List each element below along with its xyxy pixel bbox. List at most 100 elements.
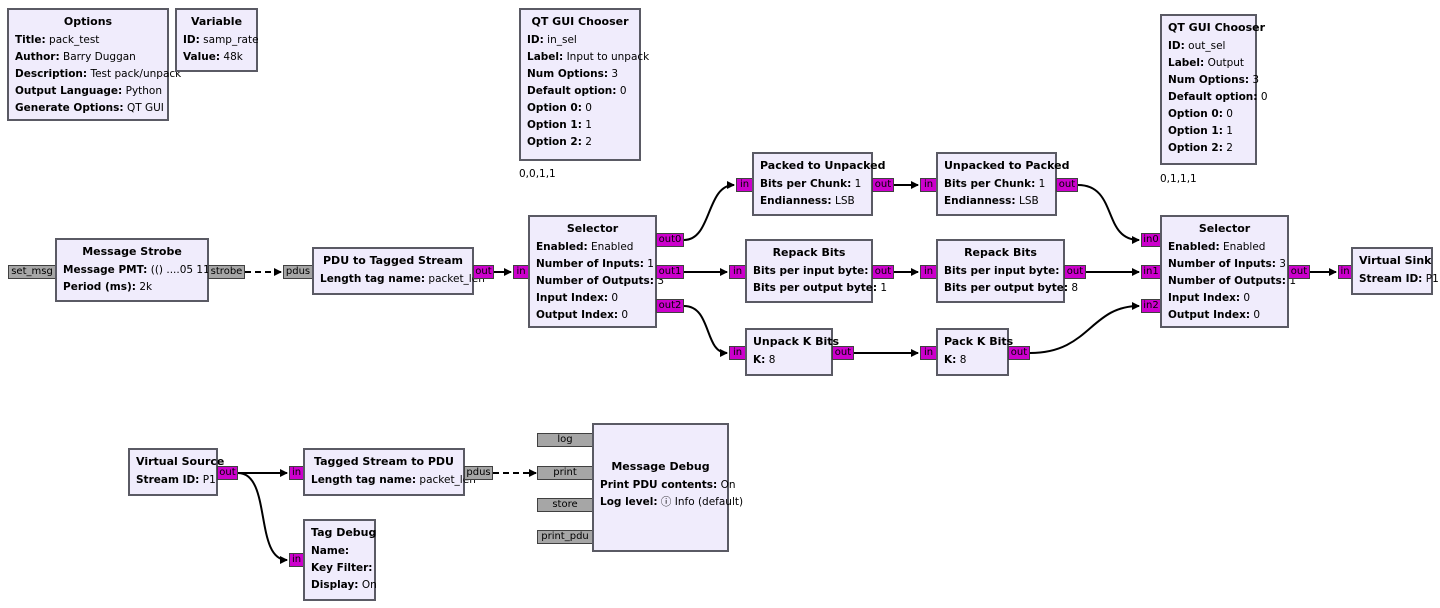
param-bits-out: Bits per output byte: 8 xyxy=(944,282,1079,294)
param-input-index: Input Index: 0 xyxy=(536,292,619,304)
param-stream-id: Stream ID: P1 xyxy=(136,474,216,486)
selector2-in1-port[interactable]: in1 xyxy=(1141,265,1161,279)
msg-debug-print-port[interactable]: print xyxy=(537,466,593,480)
param-id: ID: in_sel xyxy=(527,34,577,46)
wire-packk-to-in2 xyxy=(1029,302,1140,354)
param-bits-in: Bits per input byte: 8 xyxy=(753,265,878,277)
param-label: Label: Output xyxy=(1168,57,1245,69)
block-title: Options xyxy=(63,15,113,28)
repack1-in-port[interactable]: in xyxy=(729,265,746,279)
param-label: Label: Input to unpack xyxy=(527,51,650,63)
qt-gui-chooser-out-block[interactable]: QT GUI Chooser ID: out_sel Label: Output… xyxy=(1160,14,1268,165)
pack-k-out-port[interactable]: out xyxy=(1008,346,1030,360)
unpacked-to-packed-out-port[interactable]: out xyxy=(1056,178,1078,192)
variable-block[interactable]: Variable ID: samp_rate Value: 48k xyxy=(175,8,259,72)
repack1-out-port[interactable]: out xyxy=(872,265,894,279)
packed-to-unpacked-out-port[interactable]: out xyxy=(872,178,894,192)
msg-debug-log-port[interactable]: log xyxy=(537,433,593,447)
repack2-in-port[interactable]: in xyxy=(920,265,937,279)
param-display: Display: On xyxy=(311,579,377,591)
param-title: Title: pack_test xyxy=(15,34,100,46)
param-bits-per-chunk: Bits per Chunk: 1 xyxy=(944,178,1046,190)
message-debug-block[interactable]: Message Debug Print PDU contents: On Log… xyxy=(592,423,743,552)
selector1-in-port[interactable]: in xyxy=(513,265,529,279)
param-stream-id: Stream ID: P1 xyxy=(1359,273,1439,285)
tagged-to-pdu-out-port[interactable]: pdus xyxy=(464,466,493,480)
packed-to-unpacked-block[interactable]: Packed to Unpacked Bits per Chunk: 1 End… xyxy=(752,152,885,216)
selector-3x1-block[interactable]: Selector Enabled: Enabled Number of Inpu… xyxy=(1160,215,1296,328)
param-option-1: Option 1: 1 xyxy=(1168,125,1233,137)
param-bits-out: Bits per output byte: 1 xyxy=(753,282,888,294)
param-name: Name: xyxy=(311,545,350,557)
block-title: QT GUI Chooser xyxy=(531,15,629,28)
block-title: Tag Debug xyxy=(311,526,377,539)
pdu-to-tagged-in-port[interactable]: pdus xyxy=(283,265,313,279)
packed-to-unpacked-in-port[interactable]: in xyxy=(736,178,753,192)
strobe-set-msg-port[interactable]: set_msg xyxy=(8,265,56,279)
param-id: ID: out_sel xyxy=(1168,40,1226,52)
pdu-to-tagged-stream-block[interactable]: PDU to Tagged Stream Length tag name: pa… xyxy=(312,247,485,295)
block-title: Message Debug xyxy=(611,460,710,473)
unpacked-to-packed-block[interactable]: Unpacked to Packed Bits per Chunk: 1 End… xyxy=(936,152,1069,216)
param-message-pmt: Message PMT: (() ....05 111]) xyxy=(63,264,225,276)
virtual-source-block[interactable]: Virtual Source Stream ID: P1 xyxy=(128,448,224,496)
param-bits-per-chunk: Bits per Chunk: 1 xyxy=(760,178,862,190)
selector2-in0-port[interactable]: in0 xyxy=(1141,233,1161,247)
param-value: Value: 48k xyxy=(183,51,243,63)
param-k: K: 8 xyxy=(944,354,967,366)
tag-debug-block[interactable]: Tag Debug Name: Key Filter: Display: On xyxy=(303,519,377,601)
pack-k-in-port[interactable]: in xyxy=(920,346,937,360)
virtual-source-out-port[interactable]: out xyxy=(217,466,238,480)
chooser-in-comment: 0,0,1,1 xyxy=(519,168,556,180)
msg-debug-print-pdu-port[interactable]: print_pdu xyxy=(537,530,593,544)
unpacked-to-packed-in-port[interactable]: in xyxy=(920,178,937,192)
param-length-tag: Length tag name: packet_len xyxy=(311,474,476,486)
chooser-out-comment: 0,1,1,1 xyxy=(1160,173,1197,185)
virtual-sink-block[interactable]: Virtual Sink Stream ID: P1 xyxy=(1351,247,1439,295)
block-title: PDU to Tagged Stream xyxy=(323,254,463,267)
pack-k-bits-block[interactable]: Pack K Bits K: 8 xyxy=(936,328,1013,376)
block-title: Selector xyxy=(566,222,619,235)
param-generate-options: Generate Options: QT GUI xyxy=(15,102,164,114)
param-option-2: Option 2: 2 xyxy=(1168,142,1233,154)
param-k: K: 8 xyxy=(753,354,776,366)
block-title: QT GUI Chooser xyxy=(1168,21,1266,34)
strobe-out-port[interactable]: strobe xyxy=(208,265,245,279)
tagged-stream-to-pdu-block[interactable]: Tagged Stream to PDU Length tag name: pa… xyxy=(303,448,476,496)
param-author: Author: Barry Duggan xyxy=(15,51,136,63)
virtual-sink-in-port[interactable]: in xyxy=(1338,265,1352,279)
param-enabled: Enabled: Enabled xyxy=(1168,241,1266,253)
msg-debug-store-port[interactable]: store xyxy=(537,498,593,512)
param-output-language: Output Language: Python xyxy=(15,85,163,97)
selector2-out-port[interactable]: out xyxy=(1288,265,1310,279)
pdu-to-tagged-out-port[interactable]: out xyxy=(473,265,494,279)
block-title: Repack Bits xyxy=(964,246,1037,259)
unpack-k-out-port[interactable]: out xyxy=(832,346,854,360)
message-strobe-block[interactable]: Message Strobe Message PMT: (() ....05 1… xyxy=(55,238,225,302)
options-block[interactable]: Options Title: pack_test Author: Barry D… xyxy=(7,8,181,121)
param-num-inputs: Number of Inputs: 3 xyxy=(1168,258,1286,270)
repack2-out-port[interactable]: out xyxy=(1064,265,1086,279)
selector1-out1-port[interactable]: out1 xyxy=(656,265,684,279)
qt-gui-chooser-in-block[interactable]: QT GUI Chooser ID: in_sel Label: Input t… xyxy=(519,8,650,161)
selector2-in2-port[interactable]: in2 xyxy=(1141,299,1161,313)
param-output-index: Output Index: 0 xyxy=(536,309,629,321)
param-id: ID: samp_rate xyxy=(183,34,259,46)
selector-1x3-block[interactable]: Selector Enabled: Enabled Number of Inpu… xyxy=(528,215,664,328)
param-key-filter: Key Filter: xyxy=(311,562,373,574)
tagged-to-pdu-in-port[interactable]: in xyxy=(289,466,304,480)
param-endianness: Endianness: LSB xyxy=(760,195,855,207)
repack-bits-1-block[interactable]: Repack Bits Bits per input byte: 8 Bits … xyxy=(745,239,888,303)
selector1-out0-port[interactable]: out0 xyxy=(656,233,684,247)
tag-debug-in-port[interactable]: in xyxy=(289,553,304,567)
wire-unpacked-to-in0 xyxy=(1077,184,1140,244)
unpack-k-bits-block[interactable]: Unpack K Bits K: 8 xyxy=(745,328,839,376)
param-num-inputs: Number of Inputs: 1 xyxy=(536,258,654,270)
param-period: Period (ms): 2k xyxy=(63,281,153,293)
repack-bits-2-block[interactable]: Repack Bits Bits per input byte: 1 Bits … xyxy=(936,239,1079,303)
param-endianness: Endianness: LSB xyxy=(944,195,1039,207)
unpack-k-in-port[interactable]: in xyxy=(729,346,746,360)
wire-out2-to-unpackk xyxy=(683,305,728,357)
selector1-out2-port[interactable]: out2 xyxy=(656,299,684,313)
